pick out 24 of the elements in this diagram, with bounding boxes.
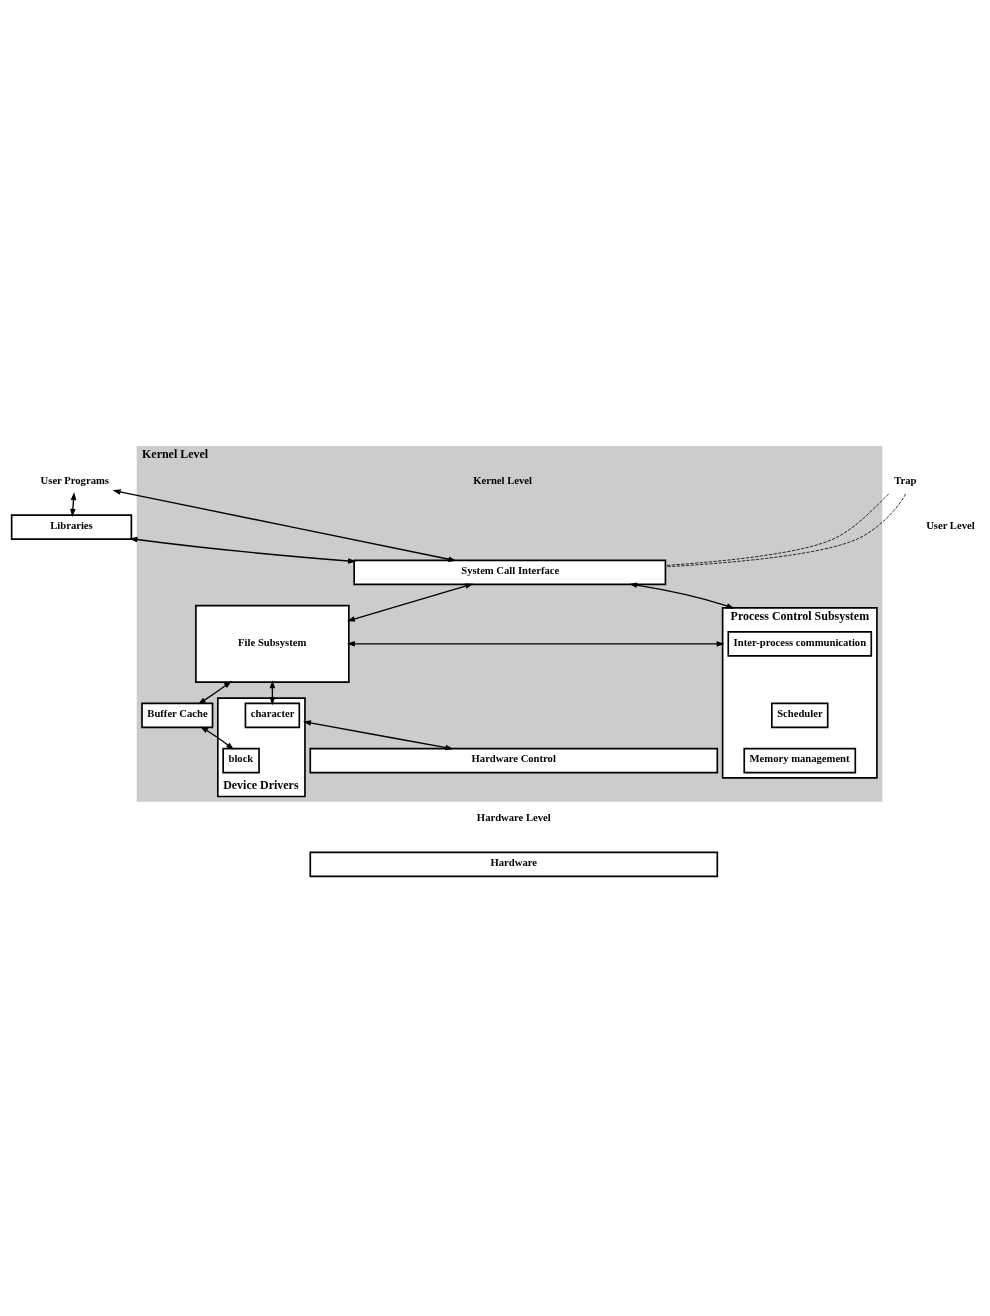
arrow	[346, 640, 725, 647]
arrow	[199, 725, 234, 750]
arrow	[128, 536, 356, 564]
node-box: Scheduler	[770, 702, 829, 728]
node-box: Hardware	[308, 851, 718, 877]
label: User Level	[925, 519, 975, 531]
node-text: User Programs	[40, 474, 109, 486]
node-box: Inter-process communication	[726, 630, 872, 657]
node-box: block	[221, 747, 260, 773]
arrow	[69, 491, 76, 517]
node-box: System Call Interface	[352, 559, 666, 585]
node-box: Memory management	[742, 747, 856, 773]
node-box: character	[244, 702, 300, 728]
arrow	[197, 680, 232, 704]
arrow	[628, 582, 735, 609]
node-box: Hardware Control	[308, 747, 718, 773]
node-box: Buffer Cache	[140, 702, 213, 728]
arrow	[112, 488, 456, 562]
label: Hardware Level	[476, 811, 551, 823]
node-box: File Subsystem	[194, 604, 350, 683]
arrow	[346, 582, 473, 622]
node-text: Trap	[893, 474, 916, 486]
node-box: Libraries	[10, 513, 132, 540]
arrow	[302, 719, 453, 750]
